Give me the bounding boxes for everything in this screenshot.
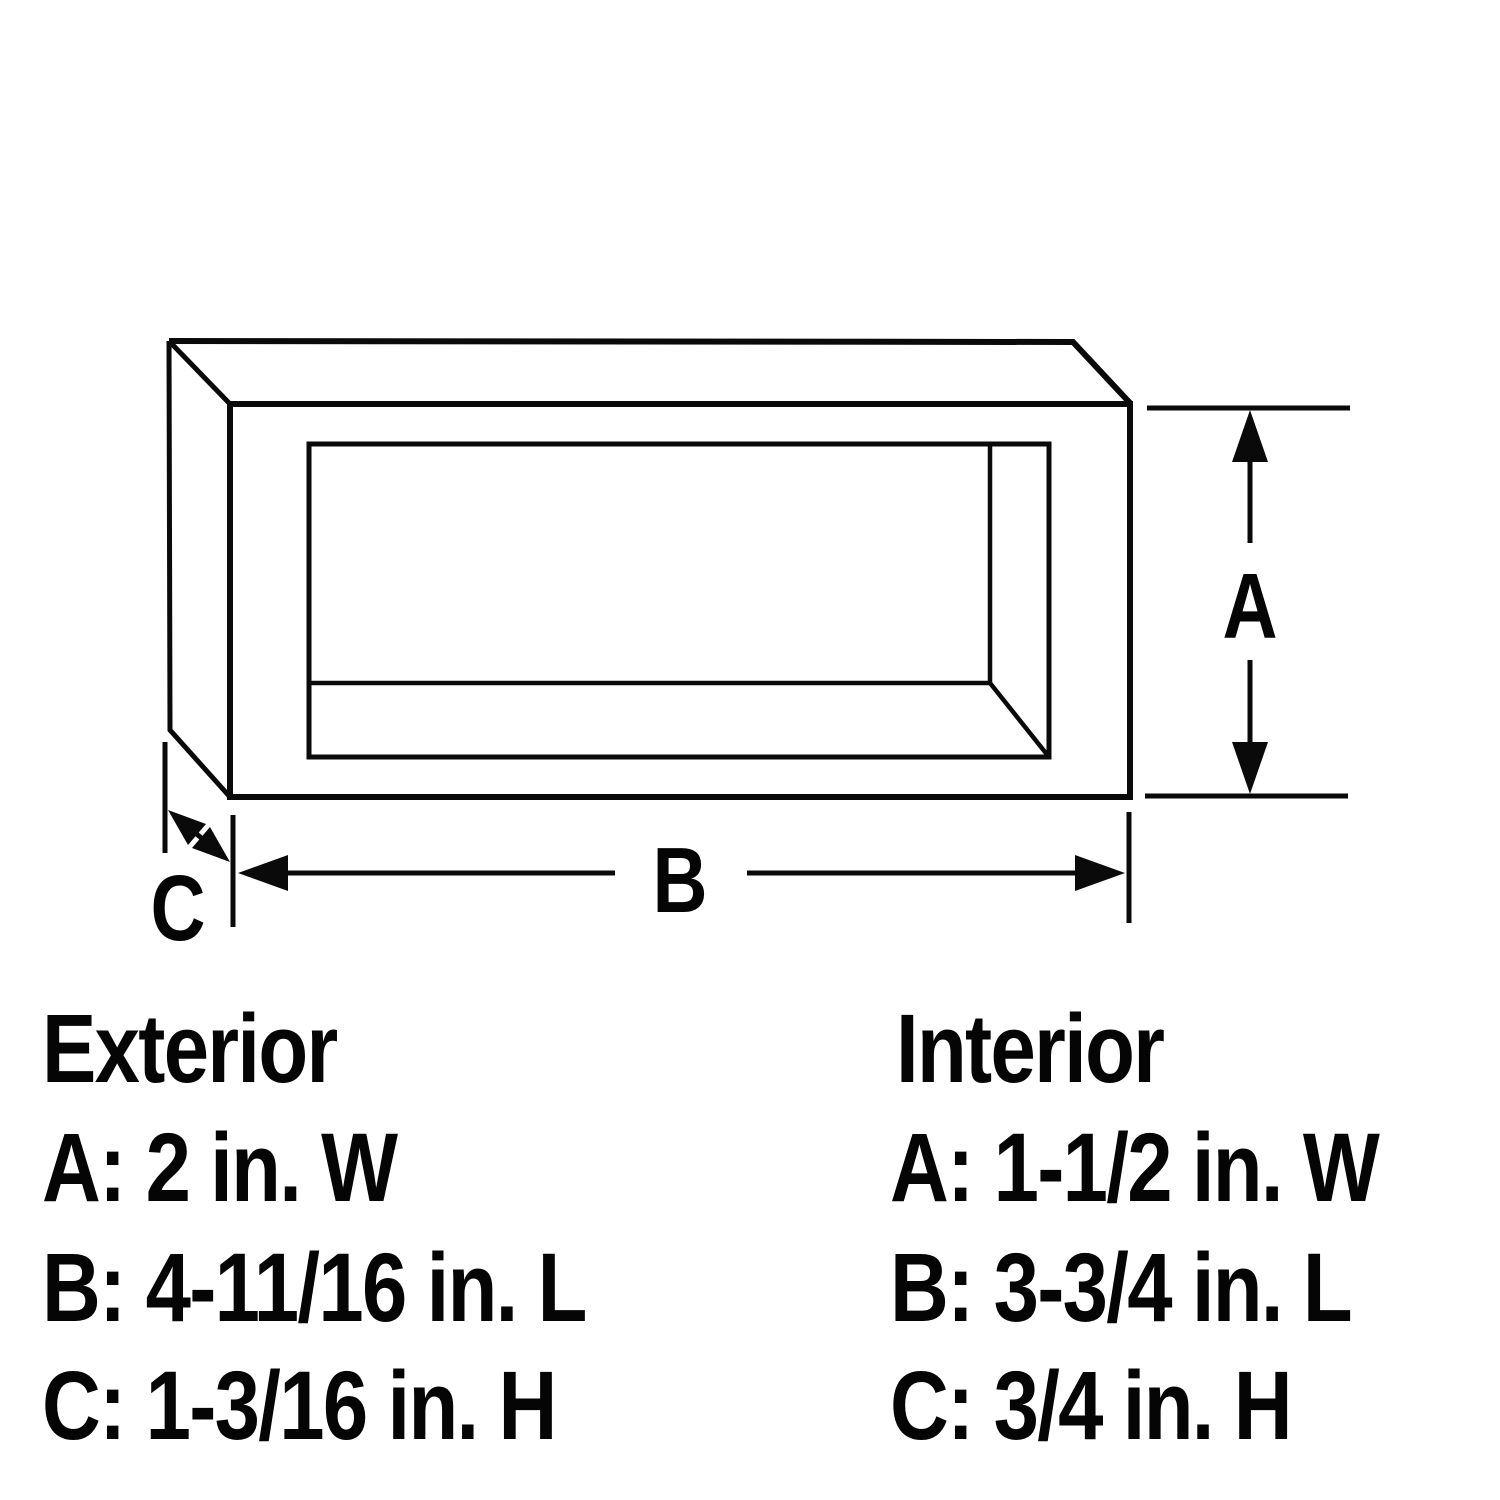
interior-dim-a: A: 1-1/2 in. W xyxy=(890,1113,1380,1222)
dimension-c: C xyxy=(150,742,230,961)
exterior-dim-a: A: 2 in. W xyxy=(42,1113,398,1222)
dim-label-b: B xyxy=(652,829,707,933)
box-outline xyxy=(166,338,1133,800)
dim-c-arrowhead-upleft-icon xyxy=(168,810,206,845)
dim-c-arrowhead-downright-icon xyxy=(192,827,230,862)
box-top-face-edge xyxy=(168,338,1133,406)
interior-title: Interior xyxy=(896,994,1165,1103)
exterior-dim-c: C: 1-3/16 in. H xyxy=(42,1351,557,1460)
box-front-face xyxy=(227,401,1133,800)
dim-label-a: A xyxy=(1222,555,1277,659)
interior-dim-b: B: 3-3/4 in. L xyxy=(890,1233,1353,1342)
inner-bottom-right-diagonal xyxy=(988,681,1051,759)
box-left-face-edge xyxy=(166,340,232,799)
dim-label-c: C xyxy=(150,857,205,961)
dim-b-arrowhead-left-icon xyxy=(238,855,288,891)
dimension-b: B xyxy=(230,812,1132,933)
dimension-a: A xyxy=(1145,405,1350,799)
inner-opening xyxy=(306,441,1052,760)
dim-a-arrowhead-down-icon xyxy=(1232,742,1268,794)
interior-dim-c: C: 3/4 in. H xyxy=(890,1351,1293,1460)
exterior-title: Exterior xyxy=(42,994,338,1103)
dim-a-arrowhead-up-icon xyxy=(1232,410,1268,462)
exterior-dim-b: B: 4-11/16 in. L xyxy=(42,1233,587,1342)
dim-b-arrowhead-right-icon xyxy=(1075,855,1125,891)
box-top-left-diagonal xyxy=(167,339,232,406)
